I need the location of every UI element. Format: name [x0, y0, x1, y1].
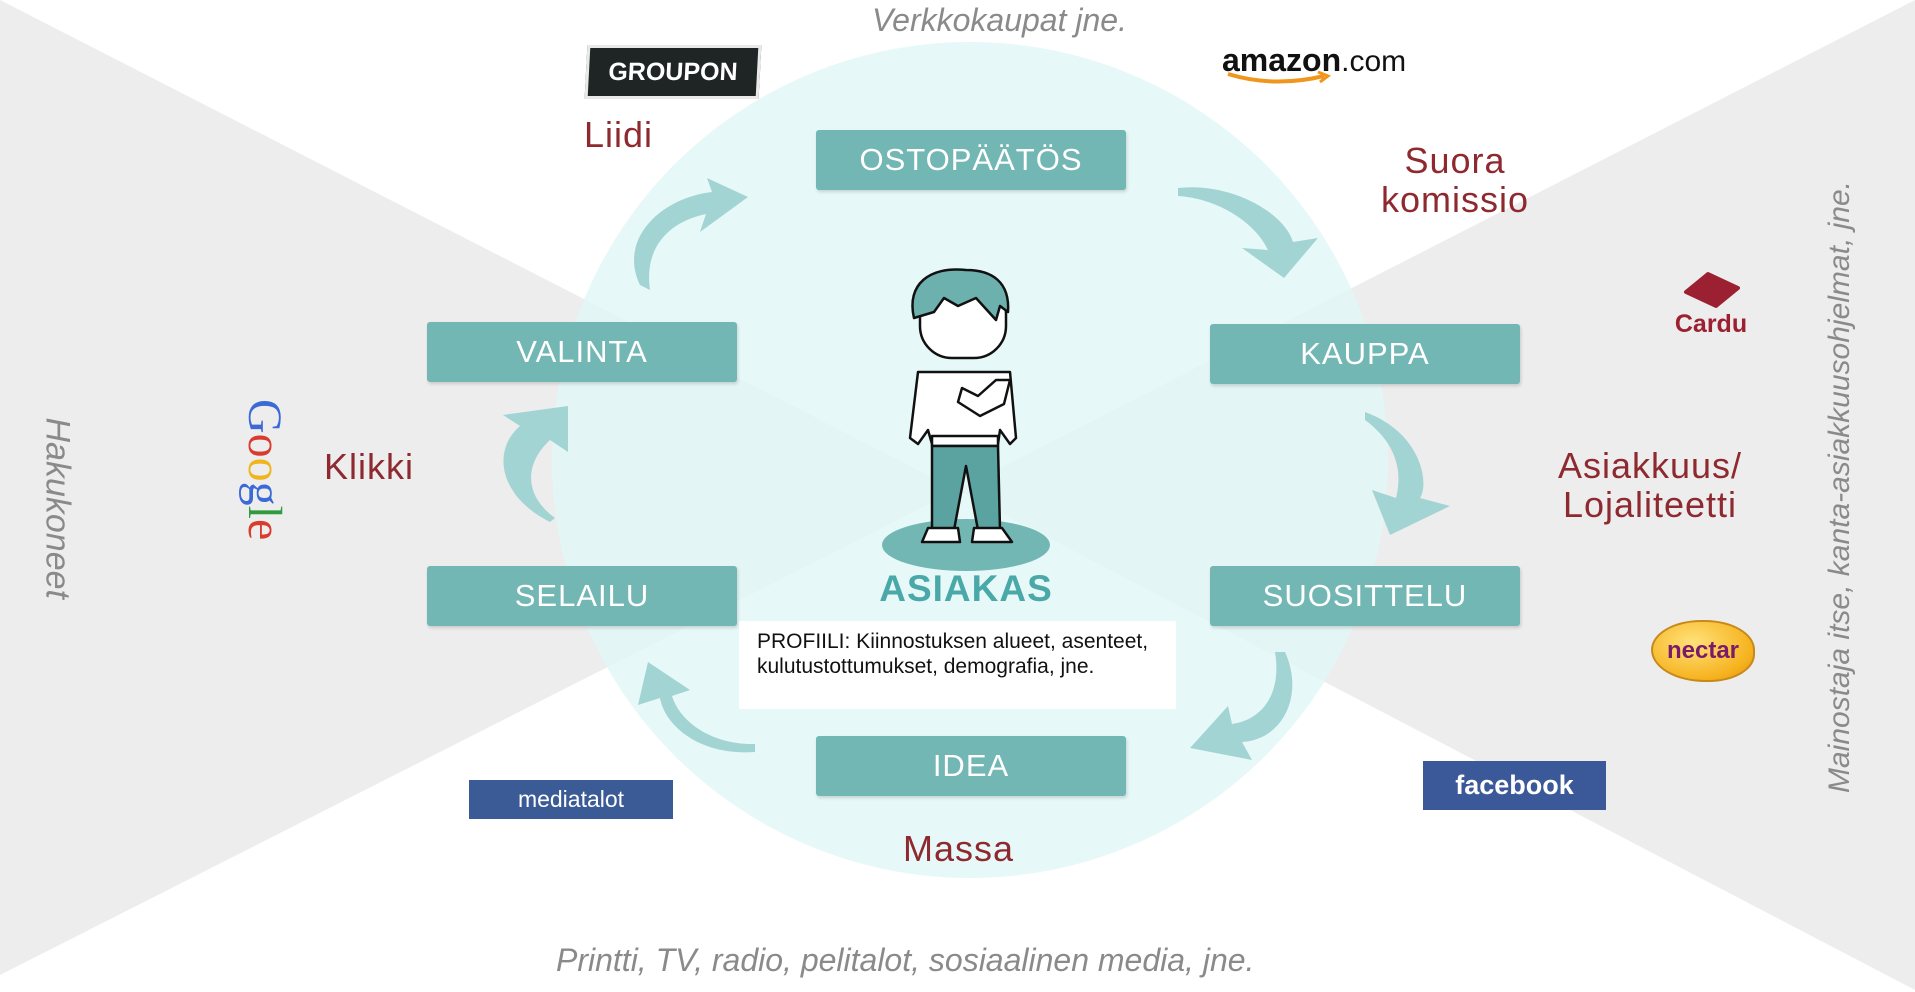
nectar-logo: nectar: [1651, 620, 1755, 682]
model-asiakkuus: Asiakkuus/ Lojaliteetti: [1530, 446, 1770, 524]
model-suora-line2: komissio: [1380, 179, 1530, 220]
amazon-logo: amazon.com: [1222, 42, 1442, 86]
arrow-valinta-to-ostopaatos: [634, 178, 748, 290]
stage-ostopaatos: OSTOPÄÄTÖS: [816, 130, 1126, 190]
left-channel-wedge: [0, 0, 957, 975]
right-channel-label: Mainostaja itse, kanta-asiakkuusohjelmat…: [1823, 181, 1856, 793]
customer-figure: [882, 268, 1050, 571]
amazon-logo-suffix: .com: [1341, 45, 1407, 78]
cardu-logo-text: Cardu: [1674, 310, 1748, 338]
google-logo: Google: [238, 399, 291, 541]
model-massa: Massa: [903, 828, 1015, 869]
arrow-idea-to-selailu: [638, 662, 755, 753]
figure-hair: [911, 268, 1010, 322]
groupon-logo: GROUPON: [584, 45, 762, 99]
top-channel-label: Verkkokaupat jne.: [872, 2, 1127, 38]
bottom-channel-label: Printti, TV, radio, pelitalot, sosiaalin…: [556, 942, 1255, 978]
nectar-logo-text: nectar: [1666, 637, 1740, 664]
model-asiakkuus-line2: Lojaliteetti: [1562, 484, 1738, 525]
arrow-ostopaatos-to-kauppa: [1178, 187, 1318, 278]
model-suora-line1: Suora: [1404, 140, 1506, 181]
google-letter-e: e: [238, 519, 291, 541]
facebook-logo: facebook: [1423, 761, 1606, 810]
google-letter-g2: g: [238, 481, 291, 506]
facebook-logo-text: facebook: [1455, 770, 1574, 800]
figure-belt: [930, 434, 1000, 448]
google-letter-g: G: [238, 399, 291, 434]
model-klikki: Klikki: [324, 446, 415, 487]
groupon-logo-text: GROUPON: [607, 57, 739, 86]
cycle-arrows: [503, 178, 1450, 760]
figure-arm: [956, 378, 1012, 418]
right-channel-wedge: [957, 0, 1915, 990]
google-letter-o2: o: [238, 457, 291, 482]
amazon-smile-icon: [1227, 70, 1332, 84]
cardu-card-icon: [1684, 272, 1740, 308]
customer-title: ASIAKAS: [879, 568, 1053, 609]
arrow-suosittelu-to-idea: [1190, 652, 1293, 760]
stage-idea: IDEA: [816, 736, 1126, 796]
stage-suosittelu: SUOSITTELU: [1210, 566, 1520, 626]
stage-valinta: VALINTA: [427, 322, 737, 382]
model-liidi: Liidi: [584, 114, 654, 155]
arrow-kauppa-to-suosittelu: [1365, 412, 1450, 535]
cardu-logo: Cardu: [1656, 270, 1766, 344]
figure-shadow: [882, 519, 1050, 571]
figure-shoes: [920, 526, 1014, 544]
google-letter-o1: o: [238, 433, 291, 458]
stage-selailu: SELAILU: [427, 566, 737, 626]
mediatalot-logo-text: mediatalot: [517, 786, 625, 812]
model-suora-komissio: Suora komissio: [1360, 141, 1550, 219]
customer-profile-box: PROFIILI: Kiinnostuksen alueet, asenteet…: [739, 621, 1176, 709]
arrow-selailu-to-valinta: [503, 406, 568, 522]
google-letter-l: l: [238, 505, 291, 520]
customer-profile-text: PROFIILI: Kiinnostuksen alueet, asenteet…: [757, 630, 1149, 678]
stage-kauppa: KAUPPA: [1210, 324, 1520, 384]
model-asiakkuus-line1: Asiakkuus/: [1557, 445, 1743, 486]
mediatalot-logo: mediatalot: [469, 780, 673, 819]
left-channel-label: Hakukoneet: [38, 417, 77, 599]
